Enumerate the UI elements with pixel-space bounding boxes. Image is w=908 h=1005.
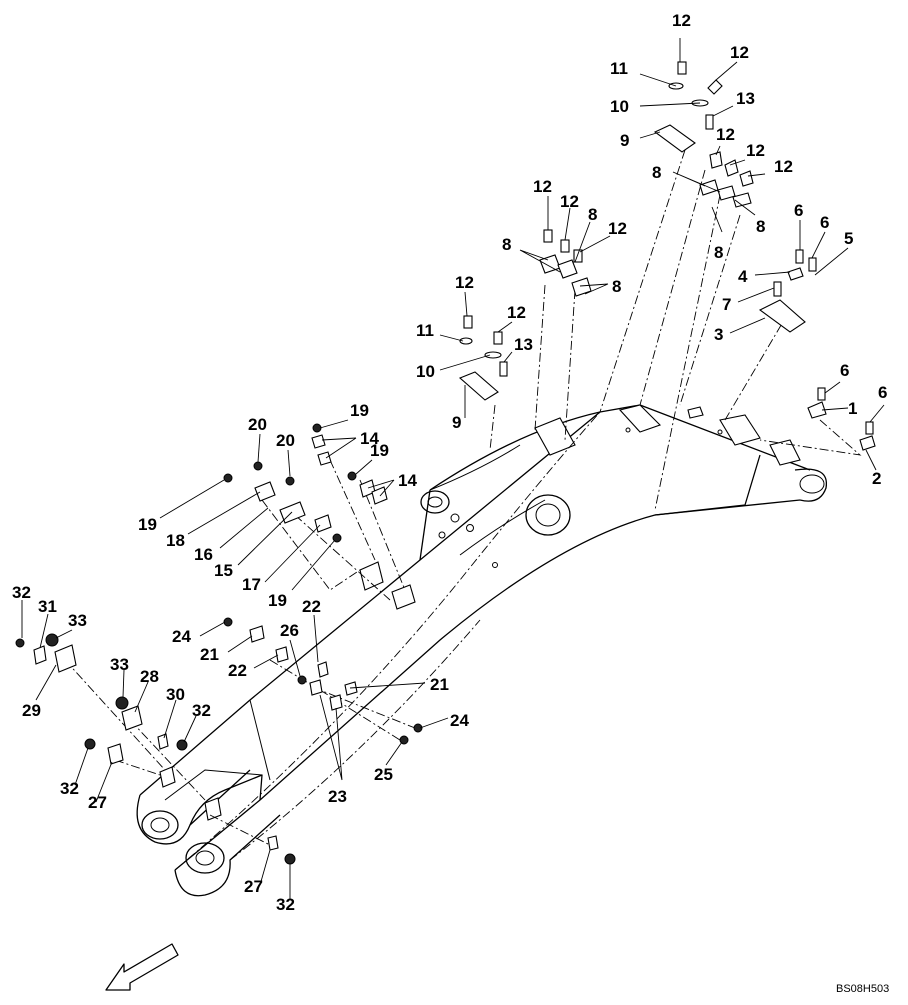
callout-label: 19 xyxy=(370,441,389,460)
callout-label: 8 xyxy=(588,205,597,224)
callout-label: 13 xyxy=(514,335,533,354)
callout-label: 32 xyxy=(276,895,295,914)
callout-label: 15 xyxy=(214,561,233,580)
callout-label: 26 xyxy=(280,621,299,640)
callout-label: 12 xyxy=(730,43,749,62)
callout-label: 12 xyxy=(533,177,552,196)
callout-label: 6 xyxy=(820,213,829,232)
pipe-centerlines xyxy=(64,149,862,871)
callout-label: 17 xyxy=(242,575,261,594)
callout-label: 24 xyxy=(450,711,469,730)
callout-label: 10 xyxy=(416,362,435,381)
callout-label: 20 xyxy=(248,415,267,434)
callout-label: 24 xyxy=(172,627,191,646)
callout-label: 12 xyxy=(716,125,735,144)
callout-label: 31 xyxy=(38,597,57,616)
callout-label: 8 xyxy=(714,243,723,262)
callout-label: 6 xyxy=(794,201,803,220)
callout-label: 12 xyxy=(560,192,579,211)
callout-label: 12 xyxy=(507,303,526,322)
callout-label: 33 xyxy=(68,611,87,630)
callout-label: 8 xyxy=(756,217,765,236)
drawing-code: BS08H503 xyxy=(836,983,889,995)
callout-label: 12 xyxy=(608,219,627,238)
callout-label: 32 xyxy=(60,779,79,798)
callout-label: 14 xyxy=(398,471,417,490)
callout-label: 27 xyxy=(244,877,263,896)
callout-label: 21 xyxy=(200,645,219,664)
callout-label: 4 xyxy=(738,267,748,286)
callout-label: 25 xyxy=(374,765,393,784)
callout-label: 8 xyxy=(652,163,661,182)
callout-label: 18 xyxy=(166,531,185,550)
callout-label: 32 xyxy=(12,583,31,602)
callout-label: 11 xyxy=(610,59,628,78)
callout-label: 6 xyxy=(840,361,849,380)
callout-label: 2 xyxy=(872,469,881,488)
leader-lines xyxy=(21,38,885,900)
callout-label: 10 xyxy=(610,97,629,116)
callout-label: 27 xyxy=(88,793,107,812)
callout-label: 9 xyxy=(620,131,629,150)
callout-label: 11 xyxy=(416,321,434,340)
callout-label: 22 xyxy=(302,597,321,616)
callout-label: 12 xyxy=(455,273,474,292)
callout-label: 19 xyxy=(138,515,157,534)
callout-label: 3 xyxy=(714,325,723,344)
callout-label: 9 xyxy=(452,413,461,432)
callout-label: 19 xyxy=(350,401,369,420)
callout-label: 22 xyxy=(228,661,247,680)
boom-body xyxy=(136,404,828,897)
callout-label: 23 xyxy=(328,787,347,806)
callout-label: 5 xyxy=(844,229,853,248)
hardware-parts xyxy=(15,61,876,865)
front-direction-arrow-icon xyxy=(105,943,179,991)
callout-label: 12 xyxy=(774,157,793,176)
callout-label: 21 xyxy=(430,675,449,694)
callout-label: 12 xyxy=(672,11,691,30)
callout-label: 19 xyxy=(268,591,287,610)
callout-label: 29 xyxy=(22,701,41,720)
callout-label: 32 xyxy=(192,701,211,720)
callout-label: 8 xyxy=(612,277,621,296)
callout-label: 33 xyxy=(110,655,129,674)
callout-label: 28 xyxy=(140,667,159,686)
callout-label: 7 xyxy=(722,295,731,314)
callout-label: 16 xyxy=(194,545,213,564)
callout-label: 1 xyxy=(848,399,857,418)
callout-label: 12 xyxy=(746,141,765,160)
callout-label: 14 xyxy=(360,429,379,448)
callout-labels: 12 12 11 10 13 9 12 12 12 8 8 8 12 12 8 … xyxy=(12,11,887,914)
callout-label: 13 xyxy=(736,89,755,108)
callout-label: 30 xyxy=(166,685,185,704)
callout-label: 8 xyxy=(502,235,511,254)
callout-label: 6 xyxy=(878,383,887,402)
callout-label: 20 xyxy=(276,431,295,450)
